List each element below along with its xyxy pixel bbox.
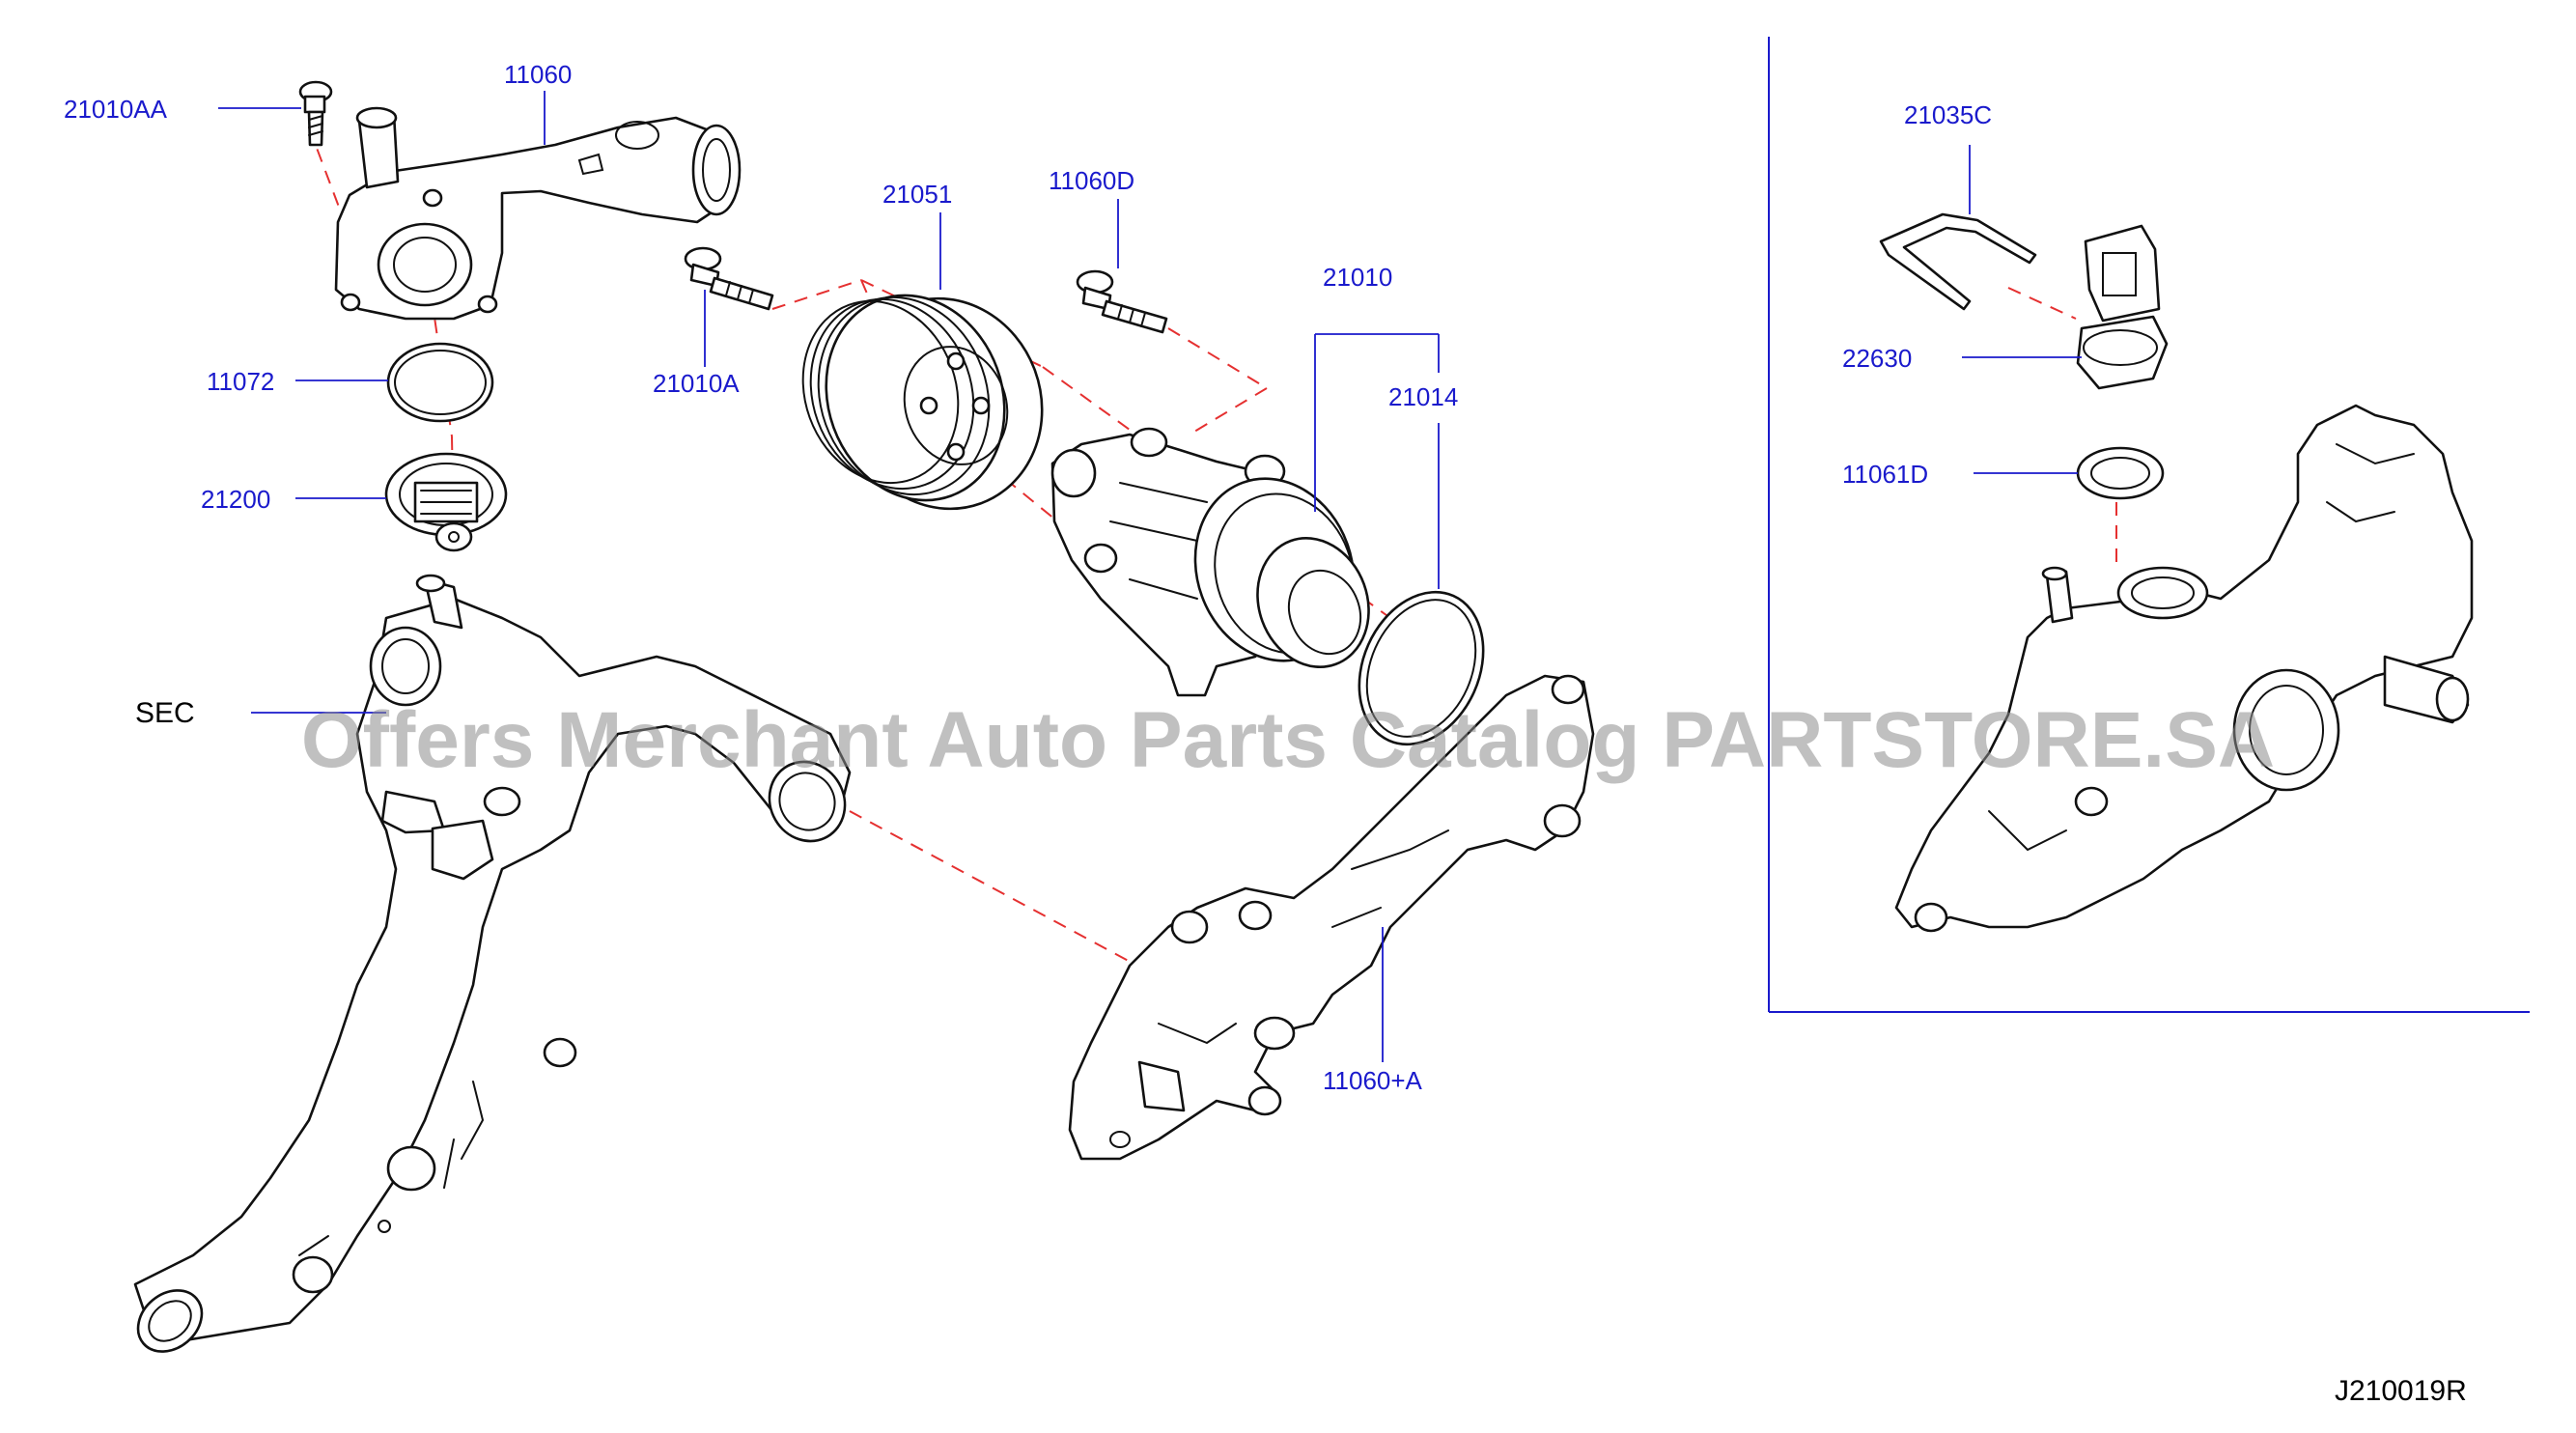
water-housing-11060A-drawing	[1068, 674, 1595, 1161]
inset-water-outlet-drawing	[1894, 404, 2474, 933]
bolt-11060D-drawing	[1076, 269, 1168, 334]
label-11061D: 11061D	[1842, 460, 1928, 489]
diagram-code: J210019R	[2335, 1375, 2467, 1407]
water-outlet-11060-drawing	[334, 106, 742, 321]
label-21010AA: 21010AA	[64, 95, 168, 124]
thermostat-21200-drawing	[384, 452, 508, 552]
label-sec: SEC	[135, 697, 195, 729]
label-11060D: 11060D	[1049, 166, 1134, 195]
gasket-11072-drawing	[386, 342, 494, 423]
label-21010A: 21010A	[653, 369, 740, 398]
label-21035C: 21035C	[1904, 100, 1992, 129]
clip-21035C-drawing	[1879, 212, 2037, 311]
label-21051: 21051	[882, 180, 952, 209]
pulley-21051-drawing	[801, 294, 1044, 511]
label-21010: 21010	[1323, 263, 1392, 292]
bolt-21010A-drawing	[684, 246, 774, 311]
leader-lines	[218, 91, 2082, 1062]
water-inlet-pipe-drawing	[133, 574, 852, 1353]
label-22630: 22630	[1842, 344, 1912, 373]
part-labels: 21010AA 11060 11072 21200 SEC 21051 1106…	[64, 60, 1992, 1095]
sensor-22630-drawing	[2076, 224, 2169, 390]
bolt-21010AA-drawing	[298, 80, 333, 147]
gasket-21014-drawing	[1358, 590, 1485, 746]
watermark-text: Offers Merchant Auto Parts Catalog PARTS…	[301, 696, 2275, 784]
label-21014: 21014	[1388, 382, 1458, 411]
inset-frame	[1768, 37, 2530, 1013]
label-21200: 21200	[201, 485, 270, 514]
washer-11061D-drawing	[2076, 446, 2165, 500]
water-pump-21010-drawing	[1050, 427, 1370, 697]
label-11060: 11060	[504, 60, 572, 89]
label-11072: 11072	[207, 367, 274, 396]
label-11060A: 11060+A	[1323, 1066, 1423, 1095]
